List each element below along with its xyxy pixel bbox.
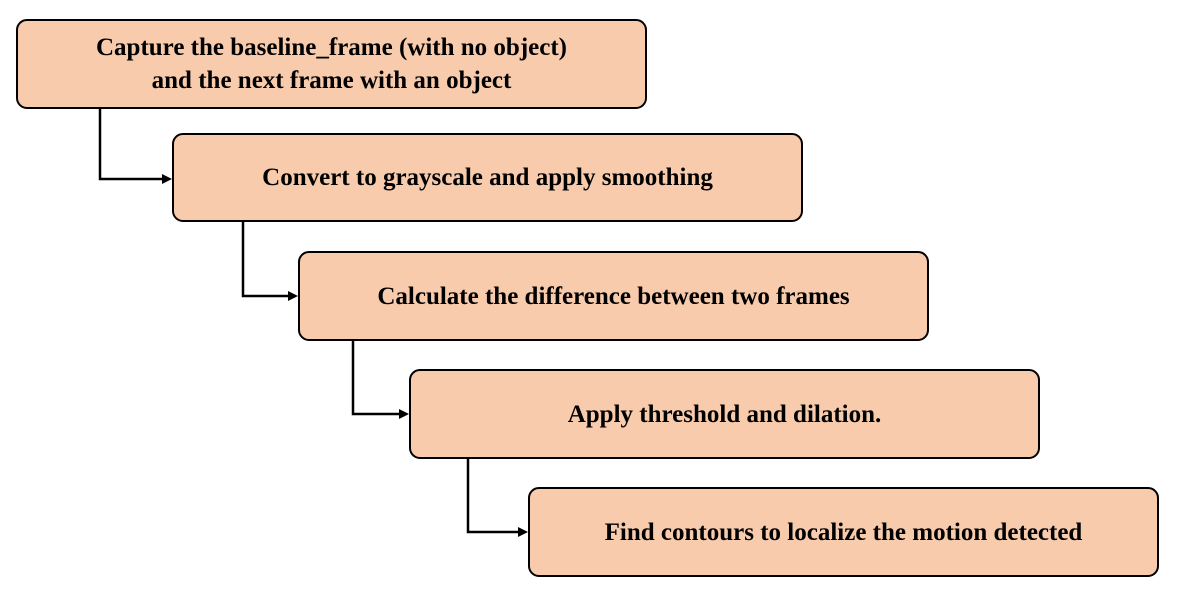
step-5-box: Find contours to localize the motion det… [528,487,1159,577]
step-1-label: Capture the baseline_frame (with no obje… [96,34,567,94]
connector-2-3 [241,222,289,298]
connector-1-2 [98,109,163,181]
step-5-label: Find contours to localize the motion det… [604,518,1083,546]
step-4-box: Apply threshold and dilation. [409,369,1040,459]
step-3-label: Calculate the difference between two fra… [377,282,850,310]
step-3-box: Calculate the difference between two fra… [298,251,929,341]
step-2-box: Convert to grayscale and apply smoothing [172,133,803,222]
connector-4-5 [466,459,519,534]
step-1-box: Capture the baseline_frame (with no obje… [16,19,647,109]
arrowhead-step-3 [288,291,298,301]
connector-3-4 [351,341,400,416]
step-4-label: Apply threshold and dilation. [567,400,882,428]
step-2-label: Convert to grayscale and apply smoothing [262,164,713,191]
arrowhead-step-4 [399,409,409,419]
arrowhead-step-2 [162,174,172,184]
arrowhead-step-5 [518,527,528,537]
